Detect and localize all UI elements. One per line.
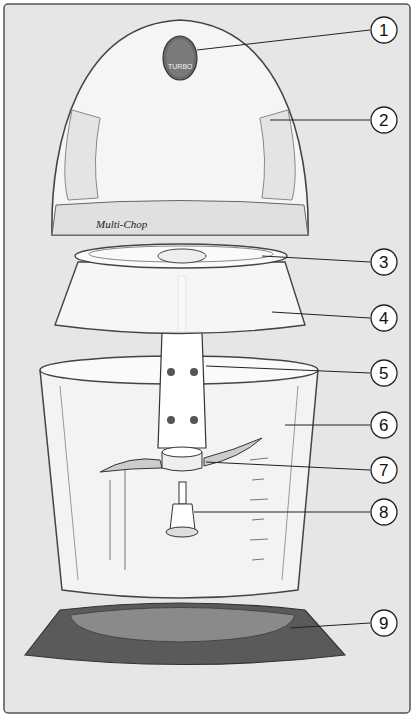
callout-number: 9 (379, 615, 388, 632)
callout-number: 5 (379, 365, 388, 382)
callout-number: 4 (379, 310, 388, 327)
callout-number: 8 (379, 504, 388, 521)
button-label: TURBO (168, 63, 193, 70)
brand-name: Multi-Chop (96, 219, 147, 230)
callout-number: 6 (379, 417, 388, 434)
callout-number: 3 (379, 254, 388, 271)
callout-number: 2 (379, 112, 388, 129)
callout-number: 7 (379, 462, 388, 479)
callout-number: 1 (379, 22, 388, 39)
